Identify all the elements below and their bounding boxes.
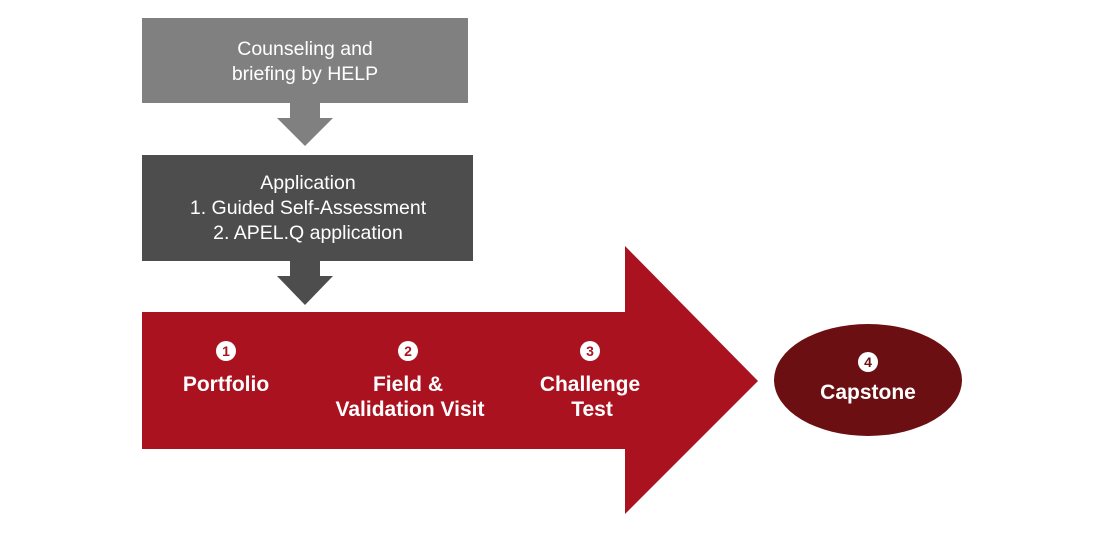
stage-label-line-1: Challenge: [540, 373, 640, 396]
stage-label-line-2: Validation Visit: [336, 398, 485, 421]
stage-number: 1: [222, 343, 230, 359]
stage-label-line-2: Test: [571, 398, 613, 421]
capstone-ellipse: [774, 324, 962, 436]
stage-number: 2: [404, 343, 412, 359]
main-process-arrow: [142, 246, 758, 514]
down-arrow-icon: [277, 261, 333, 305]
application-item-2: 2. APEL.Q application: [213, 222, 403, 244]
stage-capstone: 4 Capstone: [774, 324, 962, 436]
stage-portfolio: 1 Portfolio: [183, 341, 269, 396]
number-3-icon: [580, 341, 600, 361]
capstone-label: Capstone: [820, 381, 916, 404]
application-item-1: 1. Guided Self-Assessment: [190, 197, 427, 219]
stage-number: 3: [586, 343, 594, 359]
stage-challenge-test: 3 Challenge Test: [540, 341, 640, 421]
application-title: Application: [260, 172, 355, 194]
counseling-box: [142, 18, 468, 103]
application-box: [142, 155, 473, 261]
number-4-icon: [858, 352, 878, 372]
counseling-line-2: briefing by HELP: [232, 63, 378, 85]
down-arrow-icon: [277, 103, 333, 146]
counseling-line-1: Counseling and: [237, 38, 373, 60]
number-1-icon: [216, 341, 236, 361]
stage-label-line-1: Field &: [373, 373, 443, 396]
stage-label: Portfolio: [183, 373, 269, 396]
stage-number: 4: [864, 354, 872, 370]
stage-field-validation-visit: 2 Field & Validation Visit: [336, 341, 485, 421]
number-2-icon: [398, 341, 418, 361]
